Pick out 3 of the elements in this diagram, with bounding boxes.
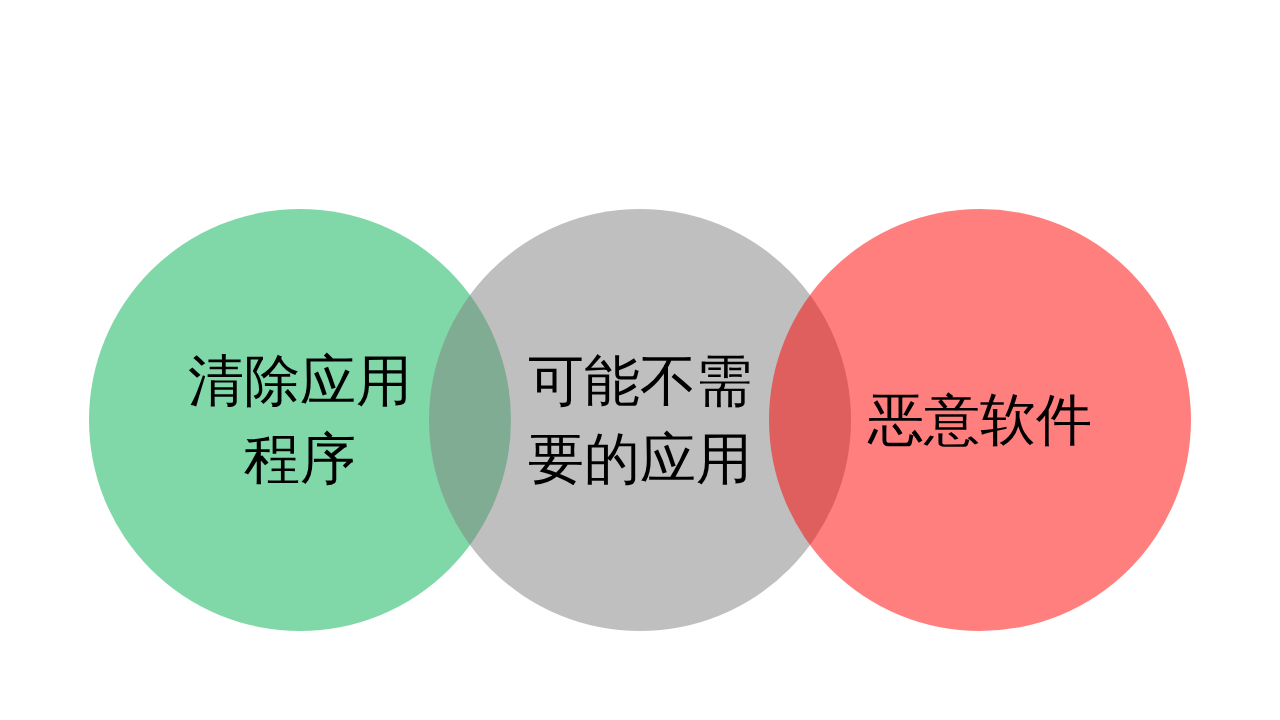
circle-label: 可能不需要的应用 <box>527 346 753 493</box>
circle-label: 清除应用程序 <box>187 346 413 493</box>
circle-label: 恶意软件 <box>866 385 1093 454</box>
